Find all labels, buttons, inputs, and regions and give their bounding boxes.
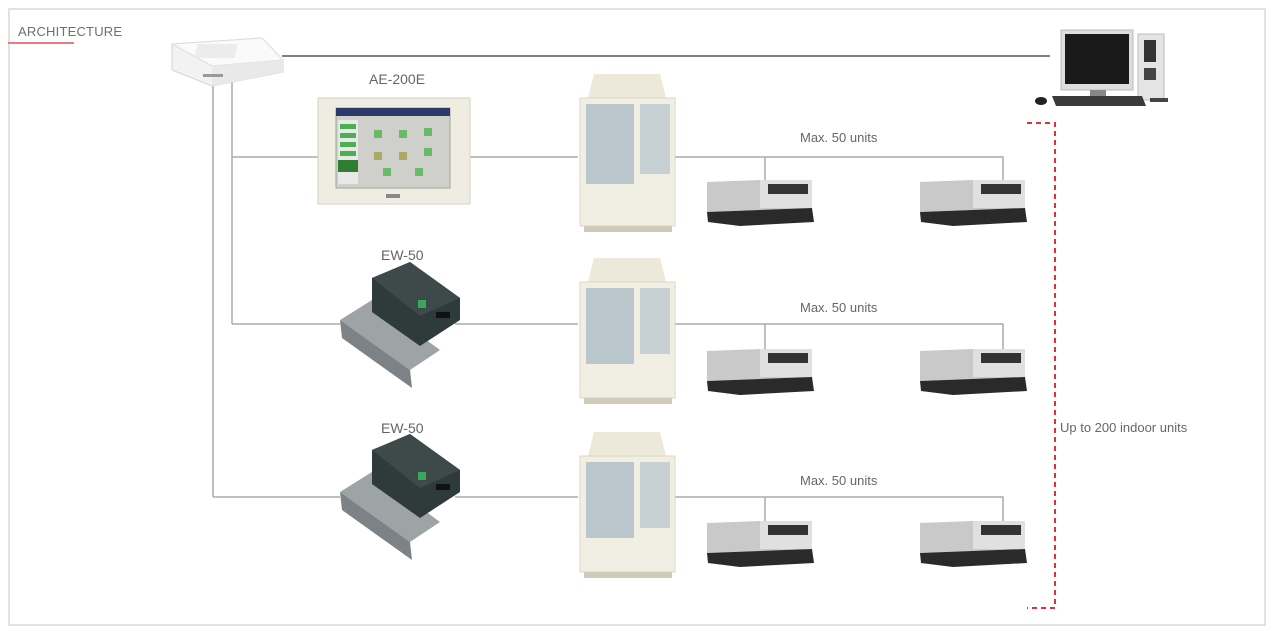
diagram-frame bbox=[8, 8, 1266, 626]
router-icon bbox=[170, 37, 285, 87]
indoor-unit-icon bbox=[707, 349, 814, 395]
indoor-unit-icon bbox=[920, 180, 1027, 226]
total-units-label: Up to 200 indoor units bbox=[1060, 420, 1188, 435]
outdoor-unit-icon-1 bbox=[579, 74, 676, 232]
branch-label-3: Max. 50 units bbox=[800, 473, 878, 488]
row1-branch bbox=[675, 156, 1004, 180]
indoor-unit-icon bbox=[920, 521, 1027, 567]
branch-label-1: Max. 50 units bbox=[800, 130, 878, 145]
indoor-unit-icon bbox=[920, 349, 1027, 395]
total-bracket bbox=[1027, 122, 1056, 609]
page-title: ARCHITECTURE bbox=[18, 24, 123, 39]
branch-label-2: Max. 50 units bbox=[800, 300, 878, 315]
outdoor-unit-icon-2 bbox=[579, 258, 676, 404]
controller-label-ew50-2: EW-50 bbox=[381, 420, 424, 436]
computer-icon bbox=[1035, 29, 1168, 106]
title-underline bbox=[8, 42, 74, 44]
controller-label-ae200e: AE-200E bbox=[369, 71, 426, 87]
row3-branch bbox=[675, 496, 1004, 521]
indoor-unit-icon bbox=[707, 521, 814, 567]
controller-label-ew50-1: EW-50 bbox=[381, 247, 424, 263]
row2-branch bbox=[675, 323, 1004, 349]
outdoor-unit-icon-3 bbox=[579, 432, 676, 578]
ae200e-device-icon bbox=[317, 97, 471, 205]
ew50-device-icon-2 bbox=[340, 434, 460, 560]
indoor-unit-icon bbox=[707, 180, 814, 226]
ew50-device-icon-1 bbox=[340, 262, 460, 388]
